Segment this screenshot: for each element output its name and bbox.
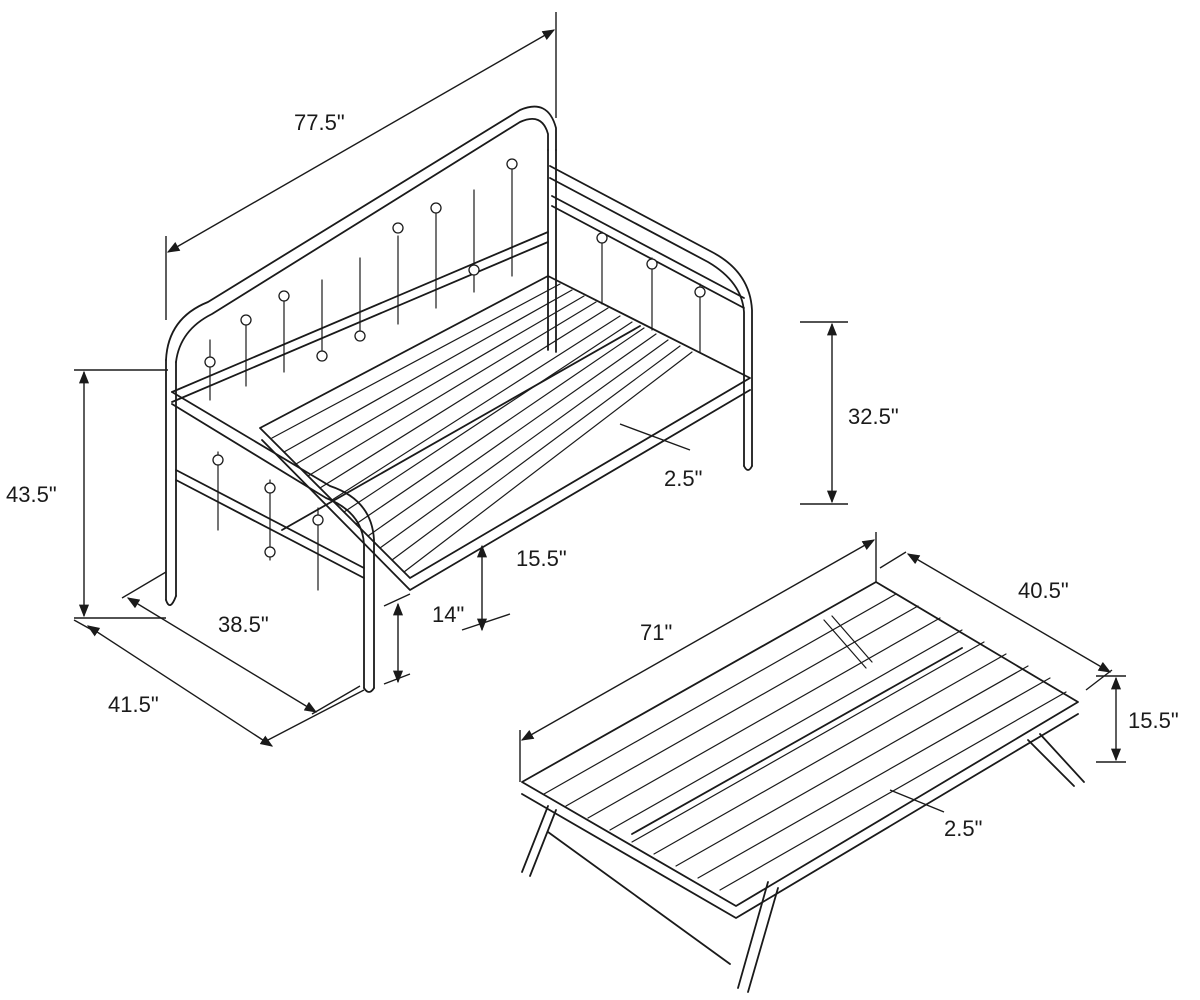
- trundle-frame: [521, 581, 1079, 919]
- trundle-legs: [521, 733, 1085, 993]
- dimension-lines: [73, 12, 1126, 813]
- dim-label-clearance: 14": [432, 602, 464, 627]
- daybed-left-arm-spindles: [212, 451, 324, 591]
- trundle-drawing: [521, 581, 1085, 993]
- trundle-label-height: 15.5": [1128, 708, 1179, 733]
- daybed-legs: [165, 465, 753, 693]
- dim-label-slat-spacing: 2.5": [664, 466, 702, 491]
- trundle-center-support: [631, 647, 963, 835]
- dim-label-arm-height: 32.5": [848, 404, 899, 429]
- daybed-slats: [271, 283, 693, 573]
- daybed-back-top-rail-inner: [175, 118, 549, 363]
- daybed-back-spindles: [204, 158, 518, 401]
- daybed-right-arm-lower-rail: [551, 195, 745, 309]
- daybed-drawing: [165, 105, 753, 693]
- dim-label-total-height: 43.5": [6, 482, 57, 507]
- daybed-back-left-post: [165, 359, 177, 601]
- trundle-label-slat-spacing: 2.5": [944, 816, 982, 841]
- daybed-deck-frame: [259, 275, 751, 591]
- trundle-label-width: 40.5": [1018, 578, 1069, 603]
- daybed-center-support: [281, 325, 641, 531]
- daybed-right-arm-spindles: [596, 231, 706, 353]
- dim-label-length: 77.5": [294, 110, 345, 135]
- dim-label-outer-width: 41.5": [108, 692, 159, 717]
- trundle-label-length: 71": [640, 620, 672, 645]
- daybed-right-arm: [549, 165, 753, 467]
- trundle-slats: [543, 593, 1067, 891]
- dim-label-inner-width: 38.5": [218, 612, 269, 637]
- dim-label-deck-height: 15.5": [516, 546, 567, 571]
